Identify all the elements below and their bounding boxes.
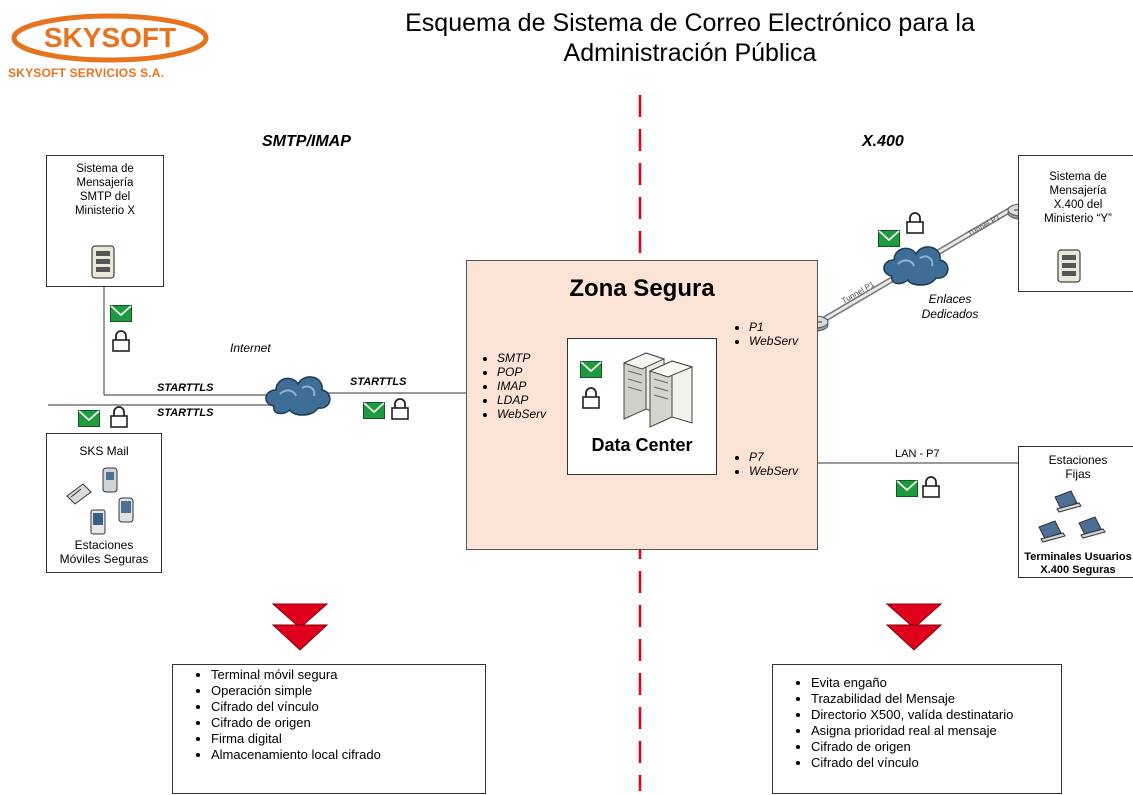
features-left-box: Terminal móvil segura Operación simple C…: [172, 664, 486, 794]
lock-icon: [391, 398, 409, 420]
mobile-devices-icon: [66, 467, 134, 535]
feature-item: Almacenamiento local cifrado: [211, 747, 485, 763]
protocol-item: WebServ: [497, 407, 546, 421]
protocol-item: SMTP: [497, 351, 546, 365]
protocol-item: IMAP: [497, 379, 546, 393]
title-line-2: Administración Pública: [563, 39, 817, 67]
feature-item: Asigna prioridad real al mensaje: [811, 723, 1061, 739]
feature-item: Cifrado de origen: [811, 739, 1061, 755]
internet-label: Internet: [230, 341, 271, 355]
server-icon: [91, 245, 115, 279]
logo: SKYSOFT SKYSOFT SERVICIOS S.A.: [8, 13, 218, 84]
smtp-system-label: Sistema de Mensajería SMTP del Ministeri…: [74, 163, 136, 217]
envelope-icon: [110, 305, 132, 322]
features-right-box: Evita engaño Trazabilidad del Mensaje Di…: [772, 664, 1062, 794]
starttls-label: STARTTLS: [157, 382, 214, 394]
dedicated-cloud-icon: [883, 246, 949, 286]
lock-icon: [582, 387, 600, 409]
page-title: Esquema de Sistema de Correo Electrónico…: [330, 8, 1050, 68]
envelope-icon: [896, 480, 918, 497]
protocol-item: WebServ: [749, 464, 798, 478]
protocol-item: WebServ: [749, 334, 798, 348]
starttls-label: STARTTLS: [157, 407, 214, 419]
arrow-down-icon: [271, 603, 329, 651]
server-icon: [1057, 249, 1081, 283]
logo-name: SKYSOFT: [44, 22, 176, 53]
feature-item: Cifrado del vínculo: [811, 755, 1061, 771]
fixed-stations-box: Estaciones Fijas Terminales Usuarios X.4…: [1018, 446, 1133, 578]
logo-oval: SKYSOFT: [11, 13, 209, 63]
sks-mail-footer: Estaciones Móviles Seguras: [59, 538, 149, 566]
data-center-box: Data Center: [567, 338, 717, 475]
protocol-item: P7: [749, 450, 798, 464]
data-center-label: Data Center: [591, 435, 693, 455]
zona-segura-box: Zona Segura SMTP POP IMAP LDAP WebServ P…: [466, 260, 818, 550]
lock-icon: [110, 406, 128, 428]
arrow-down-icon: [885, 603, 943, 651]
x400-system-box: Sistema de Mensajería X.400 del Minister…: [1018, 155, 1133, 292]
protocols-left-list: SMTP POP IMAP LDAP WebServ: [479, 351, 546, 421]
logo-subtitle: SKYSOFT SERVICIOS S.A.: [8, 66, 165, 80]
smtp-system-box: Sistema de Mensajería SMTP del Ministeri…: [46, 155, 164, 287]
protocol-item: P1: [749, 320, 798, 334]
feature-item: Cifrado de origen: [211, 715, 485, 731]
title-line-1: Esquema de Sistema de Correo Electrónico…: [405, 9, 975, 37]
protocols-top-right-list: P1 WebServ: [731, 320, 798, 348]
feature-item: Operación simple: [211, 683, 485, 699]
laptops-icon: [1038, 490, 1106, 543]
zona-segura-title: Zona Segura: [569, 275, 715, 302]
fixed-stations-footer: Terminales Usuarios X.400 Seguras: [1024, 551, 1132, 576]
protocol-item: LDAP: [497, 393, 546, 407]
envelope-icon: [78, 410, 100, 427]
feature-item: Trazabilidad del Mensaje: [811, 691, 1061, 707]
fixed-stations-title: Estaciones Fijas: [1048, 453, 1108, 481]
envelope-icon: [580, 361, 602, 378]
lan-label: LAN - P7: [895, 448, 940, 460]
enlaces-label: Enlaces Dedicados: [921, 292, 979, 321]
protocols-bottom-right-list: P7 WebServ: [731, 450, 798, 478]
sks-mail-box: SKS Mail Estaciones Móviles Seguras: [46, 433, 162, 573]
feature-item: Evita engaño: [811, 675, 1061, 691]
starttls-label: STARTTLS: [350, 376, 407, 388]
envelope-icon: [363, 402, 385, 419]
x400-system-label: Sistema de Mensajería X.400 del Minister…: [1044, 171, 1112, 225]
lock-icon: [112, 330, 130, 352]
protocol-item: POP: [497, 365, 546, 379]
feature-item: Directorio X500, valída destinatario: [811, 707, 1061, 723]
section-heading-x400: X.400: [862, 133, 904, 150]
sks-mail-title: SKS Mail: [79, 444, 129, 458]
feature-item: Cifrado del vínculo: [211, 699, 485, 715]
feature-item: Firma digital: [211, 731, 485, 747]
lock-icon: [906, 212, 924, 234]
section-heading-smtp: SMTP/IMAP: [262, 133, 351, 150]
envelope-icon: [878, 230, 900, 247]
servers-icon: [622, 352, 694, 428]
lock-icon: [922, 476, 940, 498]
feature-item: Terminal móvil segura: [211, 667, 485, 683]
internet-cloud-icon: [265, 376, 331, 416]
